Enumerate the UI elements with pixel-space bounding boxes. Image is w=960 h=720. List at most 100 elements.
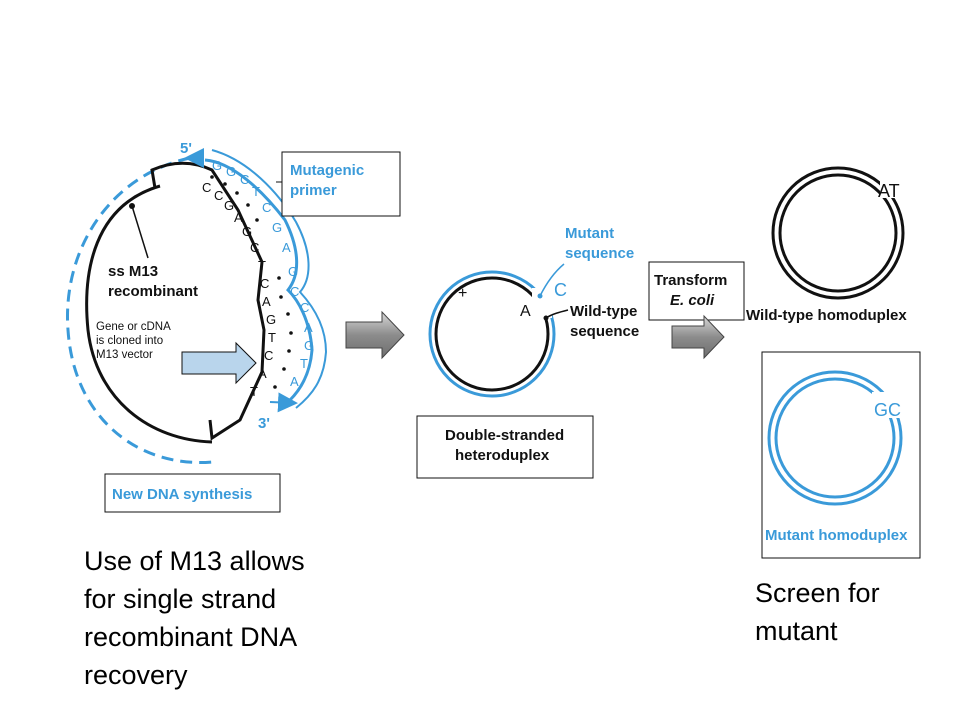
mutagenic-primer-box: Mutagenic primer [276, 151, 401, 217]
template-base-letter: A [258, 366, 267, 381]
template-base-letter: C [250, 240, 259, 255]
primer-base-letter: C [300, 300, 309, 315]
template-base-letter: C [264, 348, 273, 363]
base-pair-dot [255, 218, 259, 222]
template-base-letter: G [224, 198, 234, 213]
heteroduplex-blue-strand [428, 270, 556, 398]
base-pair-dot [273, 385, 277, 389]
base-pair-dot [246, 203, 250, 207]
template-base-letter: T [268, 330, 276, 345]
process-arrow-1 [345, 310, 405, 360]
screen-mutant-caption: Screen for mutant [755, 574, 880, 650]
template-base-letter: T [258, 258, 266, 273]
template-base-letter: G [242, 224, 252, 239]
mutant-sequence-label: Mutant sequence [565, 225, 634, 262]
mutant-homoduplex-box [761, 351, 921, 559]
caption-line: mutant [755, 616, 838, 646]
transform-label: Transform E. coli [654, 272, 732, 309]
primer-base-letter: A [282, 240, 291, 255]
primer-base-letter: T [252, 184, 260, 199]
wild-type-base: AT [878, 181, 900, 201]
primer-3-arrow [269, 392, 298, 413]
wild-type-sequence-label: Wild-type sequence [570, 303, 642, 340]
primer-base-letter: G [226, 164, 236, 179]
primer-base-letter: A [304, 320, 313, 335]
heteroduplex-base-c: C [554, 280, 567, 300]
caption-line: recombinant DNA [84, 622, 298, 652]
wild-type-gap [880, 176, 906, 198]
mutagenic-primer-label: Mutagenic primer [290, 162, 368, 199]
ss-m13-template-circle [85, 184, 213, 444]
mutant-homoduplex-group: GC Mutant homoduplex [761, 351, 921, 559]
base-pair-dot [235, 191, 239, 195]
primer-base-letter: C [240, 172, 249, 187]
base-pair-dots [210, 175, 293, 389]
mutant-leader [539, 263, 565, 297]
heteroduplex-mismatch-gap [532, 288, 552, 318]
base-pair-dot [210, 175, 214, 179]
gene-cdna-note: Gene or cDNA is cloned into M13 vector [96, 321, 173, 361]
caption-line: recovery [84, 660, 188, 690]
primer-base-letter: G [272, 220, 282, 235]
mutagenic-primer-strand [204, 158, 314, 402]
heteroduplex-black-strand [434, 276, 550, 392]
template-base-letter: A [234, 210, 243, 225]
primer-base-letter: A [290, 374, 299, 389]
primer-base-letter: C [262, 200, 271, 215]
mutant-base: GC [874, 400, 901, 420]
ss-m13-label: ss M13 recombinant [108, 263, 198, 300]
template-base-letter: C [214, 188, 223, 203]
wild-type-homoduplex-label: Wild-type homoduplex [746, 307, 907, 324]
gene-insert-pointer-arrow [181, 341, 257, 385]
gene-insert-backbone [150, 161, 266, 441]
new-dna-synthesis-box: New DNA synthesis [104, 473, 281, 513]
base-pair-dot [287, 349, 291, 353]
base-pair-dot [279, 295, 283, 299]
m13-usage-caption: Use of M13 allows for single strand reco… [84, 542, 305, 694]
primer-base-letter: G [212, 158, 222, 173]
mutant-outer-strand [767, 370, 903, 506]
heteroduplex-group: + C A Mutant sequence Wild-type sequence [428, 225, 642, 398]
primer-5-label: 5' [180, 140, 192, 157]
caption-line: Screen for [755, 578, 880, 608]
wild-type-dot [543, 315, 549, 321]
base-pair-dot [282, 367, 286, 371]
heteroduplex-base-a: A [520, 303, 531, 320]
primer-base-letter: T [300, 356, 308, 371]
ss-m13-leader-line [131, 205, 149, 259]
primer-base-letter: G [288, 264, 298, 279]
new-dna-synthesis-dashed-arc [66, 156, 213, 464]
template-base-letter: C [260, 276, 269, 291]
process-arrow-2 [671, 314, 725, 360]
primer-outer-blue [211, 149, 328, 409]
template-base-letter: G [266, 312, 276, 327]
template-base-letter: A [262, 294, 271, 309]
heteroduplex-label: Double-stranded heteroduplex [445, 427, 568, 464]
caption-line: for single strand [84, 584, 277, 614]
transform-ecoli-box: Transform E. coli [648, 261, 745, 321]
template-base-letter: C [202, 180, 211, 195]
template-base-letter: T [250, 384, 258, 399]
mutant-dot [537, 293, 543, 299]
primer-base-letter: G [304, 338, 314, 353]
primer-base-letter: C [290, 284, 299, 299]
base-pair-dot [277, 276, 281, 280]
base-pair-dot [223, 182, 227, 186]
caption-line: Use of M13 allows [84, 546, 305, 576]
wild-type-inner-strand [778, 173, 898, 293]
new-dna-synthesis-label: New DNA synthesis [112, 486, 252, 503]
base-pair-dot [289, 331, 293, 335]
mutant-gap [872, 392, 904, 418]
wild-type-outer-strand [771, 166, 905, 300]
wild-type-homoduplex-group: AT Wild-type homoduplex [746, 166, 907, 324]
mutant-inner-strand [774, 377, 896, 499]
mutant-homoduplex-label: Mutant homoduplex [765, 527, 908, 544]
plus-strand-marker: + [458, 285, 467, 302]
primer-3-label: 3' [258, 415, 270, 432]
heteroduplex-box: Double-stranded heteroduplex [416, 415, 594, 479]
base-pair-dot [286, 312, 290, 316]
